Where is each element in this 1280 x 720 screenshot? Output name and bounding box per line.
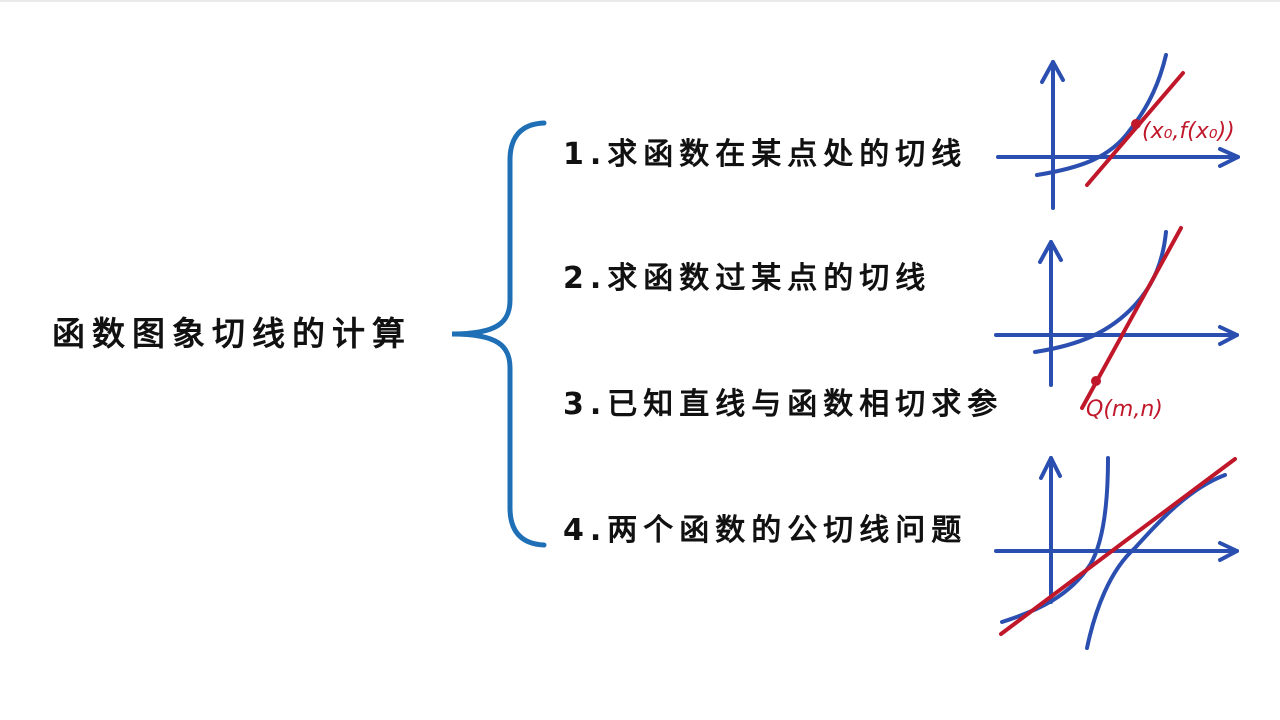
top-border [0,0,1280,2]
branch-1-label: 1.求函数在某点处的切线 [563,137,968,172]
branch-3-label: 3.已知直线与函数相切求参 [563,387,1004,422]
branch-4-label: 4.两个函数的公切线问题 [563,513,968,548]
point-label-q: Q(m,n) [1086,397,1163,422]
graph-tangent-through-point [994,226,1239,410]
branch-2-label: 2.求函数过某点的切线 [563,261,932,296]
curly-brace [451,120,547,548]
root-node-title: 函数图象切线的计算 [52,314,412,353]
point-label-x0: (x₀,f(x₀)) [1142,119,1235,144]
graph-common-tangent [994,456,1239,650]
graph-tangent-at-point [996,53,1240,210]
